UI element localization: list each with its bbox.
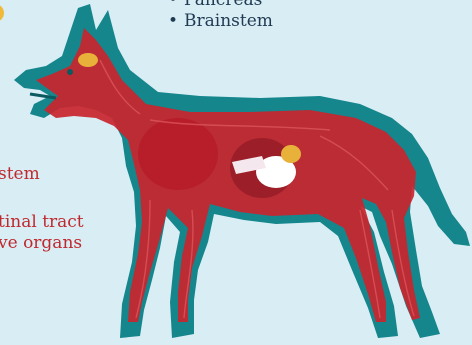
heart-lung-mass	[138, 118, 218, 190]
pancreas-gland	[281, 145, 301, 163]
dog-eye	[67, 69, 73, 75]
brain-gland	[78, 53, 98, 67]
